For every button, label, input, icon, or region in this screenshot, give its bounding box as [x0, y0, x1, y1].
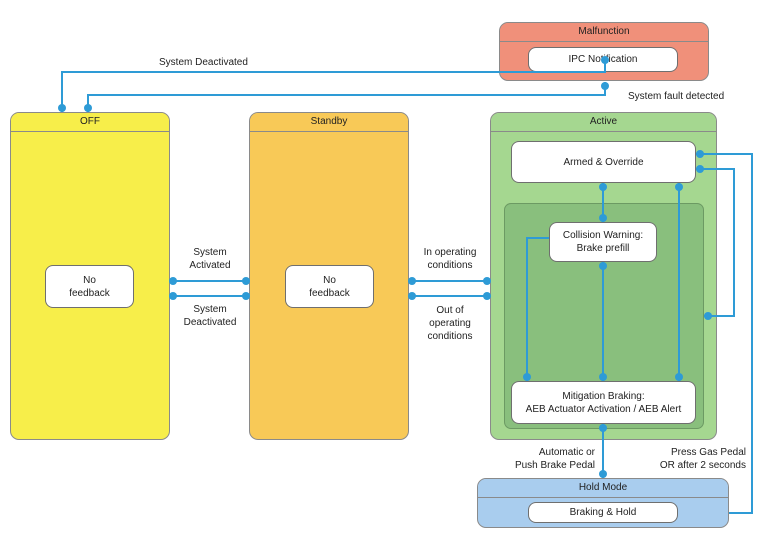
- connector-dot: [242, 277, 250, 285]
- connector-dot: [601, 56, 609, 64]
- connector-dot: [483, 277, 491, 285]
- braking-hold-box: Braking & Hold: [528, 502, 678, 523]
- connector-dot: [169, 292, 177, 300]
- label-in-operating-line2: conditions: [427, 260, 473, 271]
- label-automatic: Automatic or Push Brake Pedal: [505, 446, 595, 472]
- connector-dot: [599, 373, 607, 381]
- connector-dot: [599, 214, 607, 222]
- collision-line1: Collision Warning:: [562, 230, 644, 241]
- standby-title: Standby: [250, 113, 408, 132]
- label-system-deactivated-line1: System: [193, 304, 227, 315]
- connector-dot: [599, 470, 607, 478]
- label-out-of-line2: operating: [429, 318, 471, 329]
- malfunction-title: Malfunction: [500, 23, 708, 42]
- connector-dot: [675, 183, 683, 191]
- label-system-deactivated-line2: Deactivated: [183, 317, 237, 328]
- collision-warning-box: Collision Warning: Brake prefill: [549, 222, 657, 262]
- off-feedback-line2: feedback: [69, 287, 110, 299]
- standby-feedback-line1: No: [323, 274, 336, 286]
- label-out-of-operating: Out of operating conditions: [416, 304, 484, 343]
- connector-dot: [408, 292, 416, 300]
- label-system-activated-line2: Activated: [189, 260, 231, 271]
- label-press-gas-line1: Press Gas Pedal: [670, 447, 746, 458]
- collision-line2: Brake prefill: [576, 243, 630, 254]
- connector-dot: [599, 424, 607, 432]
- standby-no-feedback-box: No feedback: [285, 265, 374, 308]
- edge-hold-to-armed: [696, 153, 753, 514]
- connector-dot: [696, 165, 704, 173]
- off-no-feedback-box: No feedback: [45, 265, 134, 308]
- hold-title: Hold Mode: [478, 479, 728, 498]
- connector-dot: [704, 312, 712, 320]
- connector-dot: [599, 183, 607, 191]
- connector-dot: [84, 104, 92, 112]
- standby-feedback-line2: feedback: [309, 287, 350, 299]
- edge-armed-right-loop: [696, 168, 735, 317]
- label-in-operating-line1: In operating: [423, 247, 477, 258]
- armed-override-box: Armed & Override: [511, 141, 696, 183]
- connector-dot: [408, 277, 416, 285]
- connector-dot: [58, 104, 66, 112]
- label-press-gas: Press Gas Pedal OR after 2 seconds: [650, 446, 746, 472]
- braking-hold-label: Braking & Hold: [569, 507, 637, 518]
- connector-dot: [483, 292, 491, 300]
- connector-dot: [599, 262, 607, 270]
- connector-dot: [242, 292, 250, 300]
- connector-dots: [58, 56, 712, 478]
- connector-dot: [601, 82, 609, 90]
- armed-override-label: Armed & Override: [563, 156, 644, 168]
- edge-system-deactivated-top: [61, 60, 606, 112]
- mitigation-braking-box: Mitigation Braking: AEB Actuator Activat…: [511, 381, 696, 424]
- label-out-of-line3: conditions: [427, 331, 473, 342]
- label-press-gas-line2: OR after 2 seconds: [659, 460, 746, 471]
- off-feedback-line1: No: [83, 274, 96, 286]
- edge-system-fault: [87, 82, 606, 112]
- off-title: OFF: [11, 113, 169, 132]
- mitigation-line1: Mitigation Braking:: [562, 390, 645, 402]
- label-automatic-line1: Automatic or: [538, 447, 595, 458]
- connector-dot: [523, 373, 531, 381]
- label-out-of-line1: Out of: [436, 305, 464, 316]
- label-system-activated: System Activated: [181, 246, 239, 272]
- active-title: Active: [491, 113, 716, 132]
- label-in-operating: In operating conditions: [416, 246, 484, 272]
- label-automatic-line2: Push Brake Pedal: [514, 460, 595, 471]
- label-system-activated-line1: System: [193, 247, 227, 258]
- connector-dot: [696, 150, 704, 158]
- label-system-fault: System fault detected: [628, 91, 725, 102]
- connector-dot: [169, 277, 177, 285]
- connector-dot: [675, 373, 683, 381]
- mitigation-line2: AEB Actuator Activation / AEB Alert: [525, 403, 682, 415]
- edge-collision-left-loop: [526, 237, 549, 381]
- label-system-deactivated-top: System Deactivated: [159, 57, 248, 68]
- label-system-deactivated: System Deactivated: [181, 303, 239, 329]
